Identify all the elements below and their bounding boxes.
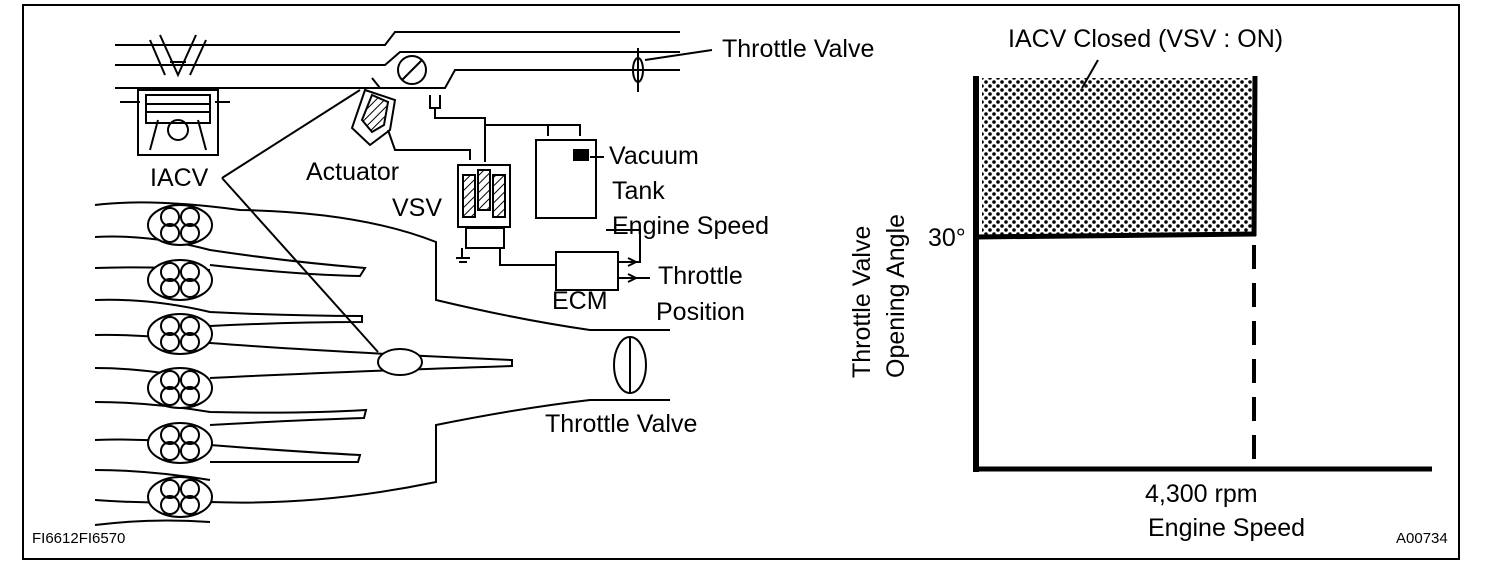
region-right-edge <box>1251 75 1258 237</box>
vsv-shape <box>456 164 556 266</box>
figure-code-right: A00734 <box>1396 530 1448 547</box>
label-vacuum: Vacuum <box>609 142 699 170</box>
y-threshold-label: 30° <box>928 224 966 252</box>
iacv-closed-region <box>982 78 1252 236</box>
y-axis-label-line2: Opening Angle <box>882 213 910 378</box>
label-ecm: ECM <box>552 287 608 315</box>
label-actuator: Actuator <box>306 158 400 186</box>
intake-ports <box>147 204 213 518</box>
iacv-lens <box>377 348 423 376</box>
throttle-valve-bottom-shape <box>613 336 647 394</box>
label-iacv: IACV <box>150 164 209 192</box>
actuator-shape <box>350 77 471 160</box>
label-throttle-valve-top: Throttle Valve <box>722 35 875 63</box>
iacv-valve-shape <box>397 55 427 85</box>
label-throttle-valve-bottom: Throttle Valve <box>545 410 698 438</box>
label-position-input: Position <box>656 298 745 326</box>
engine-cylinder <box>115 31 680 156</box>
figure-frame <box>22 4 1460 560</box>
y-axis-label-line1: Throttle Valve <box>848 225 876 378</box>
chart-region-label: IACV Closed (VSV : ON) <box>1008 25 1284 53</box>
label-engine-speed-input: Engine Speed <box>612 212 770 240</box>
threshold-line <box>975 231 1257 240</box>
figure-code-left: FI6612FI6570 <box>32 530 126 547</box>
x-threshold-label: 4,300 rpm <box>1145 480 1258 508</box>
throttle-valve-top-shape <box>632 48 713 92</box>
label-vsv: VSV <box>392 194 443 222</box>
label-tank: Tank <box>612 177 665 205</box>
ecm-box <box>555 251 619 291</box>
opening-angle-chart <box>973 59 1432 472</box>
x-axis-label: Engine Speed <box>1148 514 1306 542</box>
region-leader-line <box>1081 59 1099 89</box>
vacuum-tank <box>535 139 597 219</box>
label-throttle-input: Throttle <box>658 262 743 290</box>
